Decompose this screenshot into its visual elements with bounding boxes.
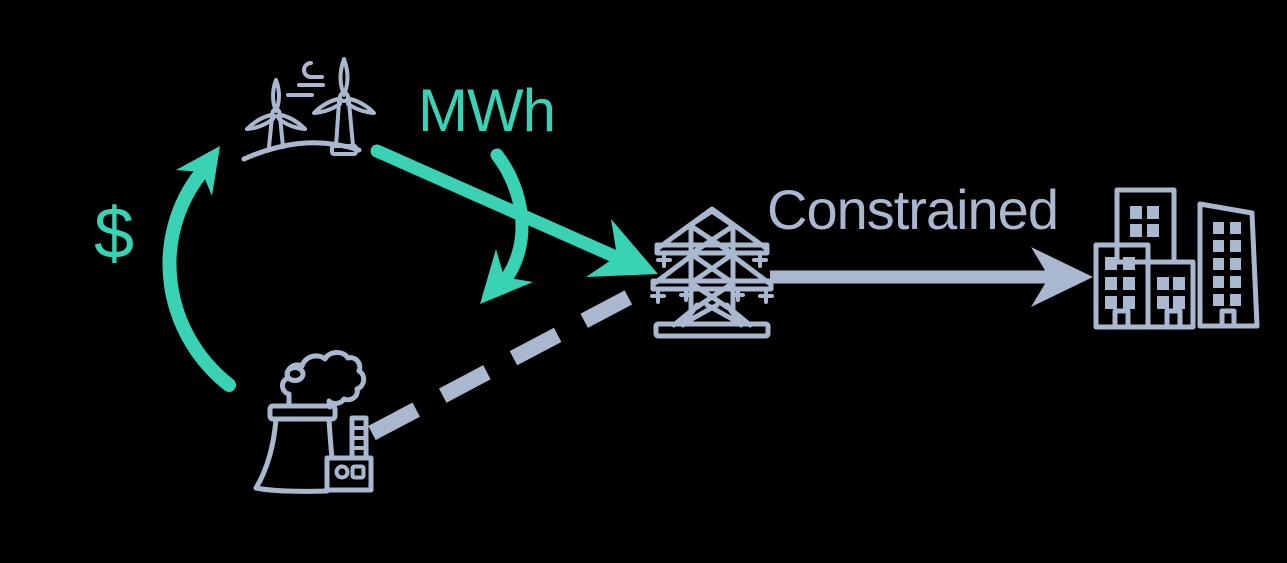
constrained-label: Constrained [767, 178, 1059, 241]
transmission-tower-icon [650, 206, 774, 339]
power-plant-icon [253, 350, 374, 494]
curtailment-arrow [480, 148, 533, 304]
dashed-flow-arrow [368, 277, 656, 441]
wind-gust-icon [286, 61, 325, 97]
price-label: $ [94, 194, 134, 274]
dollar-cycle-arrow [162, 146, 236, 392]
mwh-flow-arrow [370, 144, 658, 277]
smoke-plume [280, 350, 367, 410]
city-buildings-icon [1093, 187, 1260, 330]
wind-turbines-icon [241, 57, 376, 162]
mwh-label: MWh [418, 77, 556, 144]
constrained-flow-arrow [770, 247, 1093, 307]
